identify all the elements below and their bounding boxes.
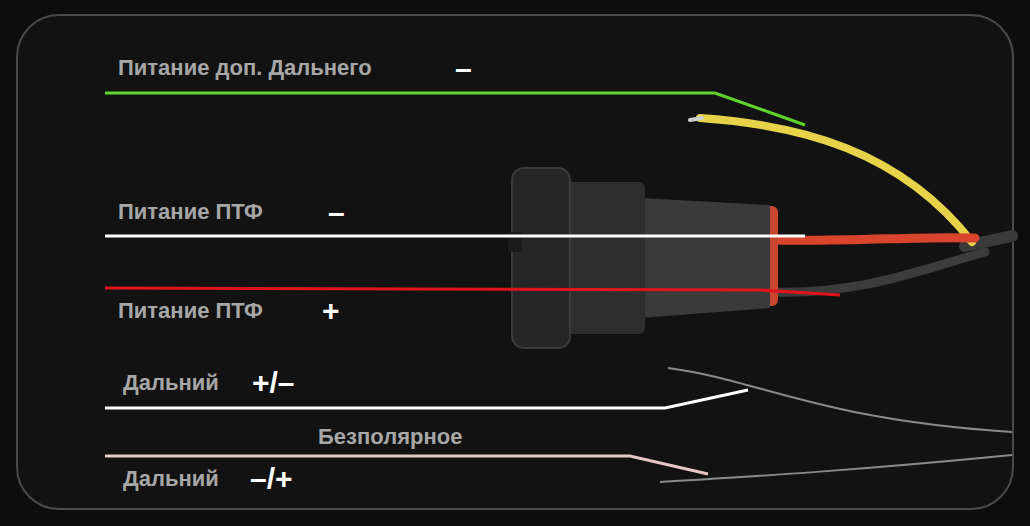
leader-line — [105, 93, 805, 125]
wire-label: Питание ПТФ — [118, 201, 263, 223]
polarity-sign: + — [322, 296, 340, 326]
polarity-sign: +/– — [252, 368, 295, 398]
wire-tip — [690, 118, 702, 120]
wire-label: Безполярное — [318, 426, 462, 448]
polarity-sign: – — [328, 198, 345, 228]
wire-label: Дальний — [123, 372, 219, 394]
wire-label: Дальний — [123, 468, 219, 490]
wire-label: Питание доп. Дальнего — [118, 57, 372, 79]
connector-flange — [512, 168, 570, 348]
connector-rear — [640, 198, 770, 318]
polarity-sign: – — [455, 54, 472, 84]
thin-wire — [668, 368, 1012, 432]
leader-line — [105, 235, 805, 238]
panel-frame — [17, 15, 1013, 509]
connector-body — [565, 182, 645, 334]
polarity-sign: –/+ — [250, 464, 293, 494]
wire-label: Питание ПТФ — [118, 300, 263, 322]
leader-line — [105, 288, 840, 295]
red-wire — [770, 238, 975, 241]
thin-wire — [660, 455, 1012, 482]
black-wire — [770, 252, 985, 292]
